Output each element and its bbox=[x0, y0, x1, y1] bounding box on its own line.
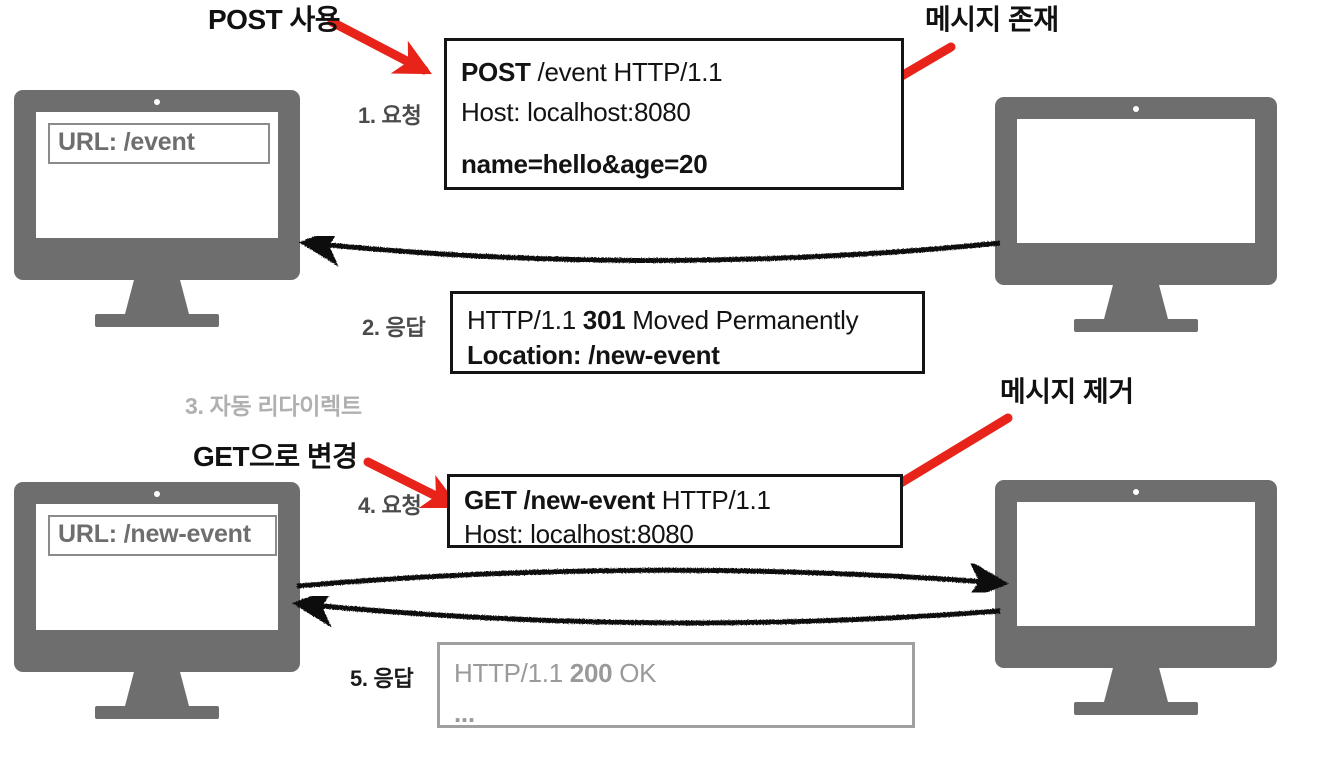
post-usage-arrow bbox=[327, 17, 432, 75]
step-label-5: 5. 응답 bbox=[350, 666, 414, 691]
server-bottom-stand-base bbox=[1074, 702, 1198, 715]
request-1-method: POST bbox=[461, 57, 531, 87]
monitor-screen bbox=[1017, 502, 1255, 626]
annotation-message-exists: 메시지 존재 bbox=[925, 4, 1059, 35]
response-5-status-text: OK bbox=[612, 658, 657, 688]
webcam-dot bbox=[154, 491, 160, 497]
webcam-dot bbox=[154, 99, 160, 105]
request-1-line-2: Host: localhost:8080 bbox=[461, 97, 691, 127]
response-message-box-2: HTTP/1.1 301 Moved Permanently Location:… bbox=[450, 291, 925, 374]
url-bar-bottom[interactable]: URL: /new-event bbox=[48, 515, 277, 556]
step-label-1: 1. 요청 bbox=[358, 103, 422, 128]
step-label-2: 2. 응답 bbox=[362, 315, 426, 340]
request-1-target: /event HTTP/1.1 bbox=[530, 57, 723, 87]
client-bottom-stand-neck bbox=[125, 672, 189, 706]
monitor-screen: URL: /event bbox=[36, 112, 278, 238]
response-arrow-bottom bbox=[292, 586, 1001, 628]
url-bar-top[interactable]: URL: /event bbox=[48, 123, 270, 164]
response-2-status-text: Moved Permanently bbox=[625, 305, 859, 335]
client-bottom-stand-base bbox=[95, 706, 219, 719]
client-top-stand-base bbox=[95, 314, 219, 327]
client-top-monitor: URL: /event bbox=[14, 90, 300, 280]
request-4-line-2: Host: localhost:8080 bbox=[464, 519, 694, 549]
response-2-status-code: 301 bbox=[582, 305, 626, 335]
monitor-screen: URL: /new-event bbox=[36, 504, 278, 630]
request-arrow-bottom bbox=[296, 560, 1009, 601]
server-bottom-stand-neck bbox=[1104, 668, 1168, 702]
response-arrow-top bbox=[299, 225, 1001, 267]
response-5-status-code: 200 bbox=[569, 658, 613, 688]
request-4-line-1: GET /new-event HTTP/1.1 bbox=[464, 487, 771, 513]
webcam-dot bbox=[1133, 489, 1139, 495]
client-top-stand-neck bbox=[125, 280, 189, 314]
response-2-line-1: HTTP/1.1 301 Moved Permanently bbox=[467, 305, 859, 335]
step-label-3: 3. 자동 리다이렉트 bbox=[185, 393, 362, 419]
request-1-body: name=hello&age=20 bbox=[461, 149, 708, 179]
annotation-change-to-get: GET으로 변경 bbox=[193, 441, 358, 472]
webcam-dot bbox=[1133, 106, 1139, 112]
step-label-4: 4. 요청 bbox=[358, 493, 422, 518]
request-4-method-target: GET /new-event bbox=[464, 485, 655, 515]
annotation-post-usage: POST 사용 bbox=[208, 4, 341, 35]
server-top-stand-base bbox=[1074, 319, 1198, 332]
url-bar-bottom-label: URL: /new-event bbox=[58, 520, 251, 548]
response-5-version: HTTP/1.1 bbox=[454, 658, 570, 688]
response-2-location-header: Location: /new-event bbox=[467, 340, 720, 370]
response-5-body-ellipsis: ... bbox=[454, 698, 475, 728]
client-bottom-monitor: URL: /new-event bbox=[14, 482, 300, 672]
response-message-box-5: HTTP/1.1 200 OK ... bbox=[437, 642, 915, 728]
request-1-line-1: POST /event HTTP/1.1 bbox=[461, 57, 723, 87]
monitor-screen bbox=[1017, 119, 1255, 243]
server-top-stand-neck bbox=[1104, 285, 1168, 319]
url-bar-top-label: URL: /event bbox=[58, 128, 195, 156]
server-top-monitor bbox=[995, 97, 1277, 285]
request-message-box-4: GET /new-event HTTP/1.1 Host: localhost:… bbox=[447, 474, 903, 548]
server-bottom-monitor bbox=[995, 480, 1277, 668]
request-4-version: HTTP/1.1 bbox=[654, 485, 771, 515]
response-5-line-1: HTTP/1.1 200 OK bbox=[454, 660, 656, 686]
response-2-version: HTTP/1.1 bbox=[467, 305, 583, 335]
request-message-box-1: POST /event HTTP/1.1 Host: localhost:808… bbox=[444, 38, 904, 190]
annotation-message-removed: 메시지 제거 bbox=[1000, 376, 1134, 407]
